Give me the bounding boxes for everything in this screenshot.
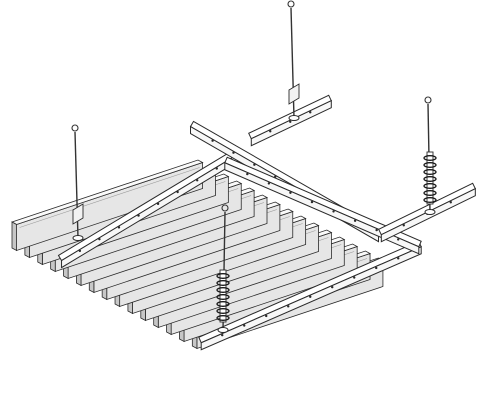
cross-rail-mid [224,156,422,255]
eye-hook-icon [424,96,432,104]
baffle [10,159,204,252]
baffle-end [11,221,18,252]
spring-coil [216,308,230,314]
rail-slot [402,224,405,227]
hanger-foot [288,115,300,121]
rail-slot [267,182,271,185]
rail-slot [449,201,452,204]
bracket-icon [288,83,300,105]
spring-coil [423,155,437,161]
spring-coil [216,294,230,300]
baffle-channel-line [19,167,200,228]
eye-hook-icon [221,204,229,212]
hanger-left [71,124,84,241]
rail-slot [397,238,400,241]
hanger-right [423,96,437,215]
rail-slot [78,249,82,253]
spring-coil [423,190,437,196]
rail-slot [137,214,140,217]
rail-slot [253,163,256,166]
rail-slot [332,210,335,213]
rail-slot [353,219,357,222]
hanger-group [71,0,437,333]
rail-slot [246,172,249,176]
rail-slot [289,120,292,123]
rail-slot [195,179,199,182]
hanger-top [287,0,300,121]
spring-coil [423,183,437,189]
spring-coil [423,162,437,168]
rail-side [200,245,422,351]
spring-clip-icon [219,269,227,323]
rail-slot [309,295,312,298]
spring-coil [423,176,437,182]
rail-slot [215,167,218,170]
rail-slot [176,190,179,194]
spring-coil [216,273,230,279]
rail-slot [375,266,378,270]
spring-clip-icon [426,151,434,205]
rail-slot [287,305,290,308]
rail-slot [375,228,378,232]
rail-slot [156,202,160,206]
rail-slot [289,191,292,194]
carrier-rail-group [57,94,476,351]
rail-slot [269,130,272,133]
rail-slot [243,324,246,327]
spring-coil [423,197,437,203]
eye-hook-icon [287,0,295,8]
spring-coil [216,315,230,321]
bracket-icon [72,203,84,225]
spring-coil [216,301,230,307]
rail-slot [232,151,235,154]
hanger-foot [424,209,436,215]
rail-slot [310,200,314,204]
rail-slot [98,237,101,241]
rail-side [250,99,332,147]
spring-coil [216,280,230,286]
eye-hook-icon [71,124,79,132]
rail-slot [265,314,268,318]
rail-slot [353,276,356,279]
spring-coil [423,169,437,175]
rail-slot [331,285,334,289]
rail-slot [117,226,121,229]
hanger-front [216,204,230,333]
spring-coil [216,287,230,293]
hanger-foot [217,327,229,333]
cross-rail-right [378,182,476,243]
rail-slot [309,111,312,114]
rail-slot [211,139,214,142]
hanger-foot [72,235,84,241]
rail-slot [221,333,224,337]
rail-side [224,161,420,255]
rail-slot [397,257,400,260]
